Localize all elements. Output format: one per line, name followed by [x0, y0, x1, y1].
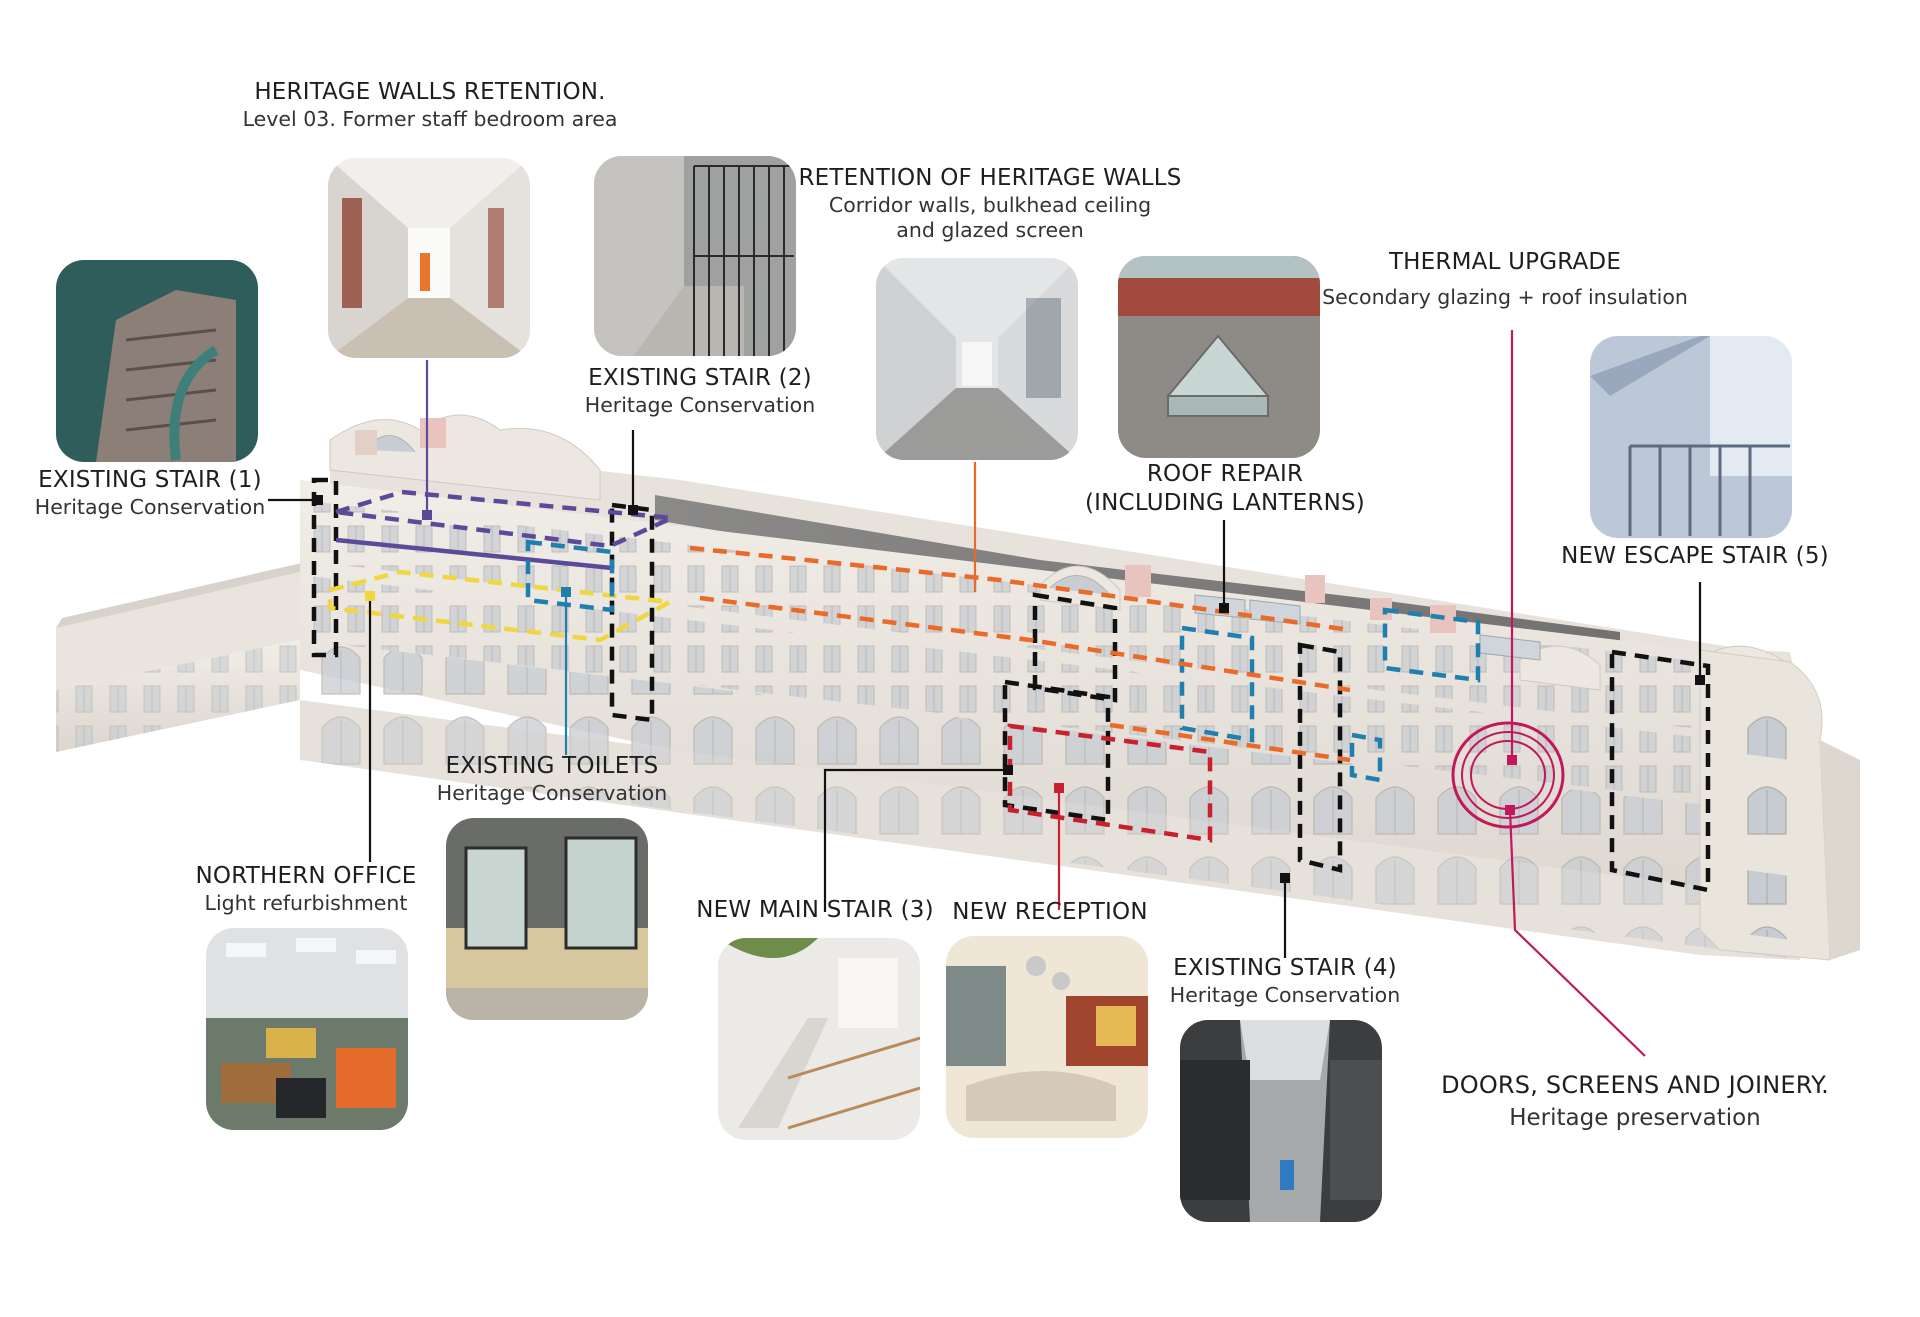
- callout-subtitle: Heritage Conservation: [584, 392, 816, 417]
- callout-line-2: (INCLUDING LANTERNS): [1085, 489, 1365, 516]
- stair-4-outline: [1297, 642, 1343, 873]
- callout-existing-stair-2: EXISTING STAIR (2) Heritage Conservation: [580, 364, 820, 418]
- left-wing: [56, 562, 306, 752]
- callout-subtitle: Light refurbishment: [204, 890, 408, 915]
- photo-northern-office: [206, 928, 408, 1130]
- callout-title: EXISTING STAIR (1): [38, 467, 262, 493]
- callout-subtitle: Secondary glazing + roof insulation: [1322, 284, 1688, 309]
- callout-subtitle: Heritage preservation: [1509, 1105, 1761, 1131]
- callout-retention-heritage-walls: RETENTION OF HERITAGE WALLS Corridor wal…: [780, 164, 1200, 244]
- callout-title: HERITAGE WALLS RETENTION.: [254, 79, 606, 105]
- callout-title: EXISTING STAIR (2): [588, 365, 812, 391]
- callout-title: RETENTION OF HERITAGE WALLS: [798, 165, 1182, 191]
- callout-subtitle: Heritage Conservation: [1169, 982, 1401, 1007]
- callout-title: EXISTING STAIR (4): [1173, 955, 1397, 981]
- corridor-walls-low: [1109, 722, 1351, 763]
- callout-doors-screens-joinery: DOORS, SCREENS AND JOINERY. Heritage pre…: [1410, 1070, 1860, 1133]
- callout-title: DOORS, SCREENS AND JOINERY.: [1441, 1071, 1829, 1099]
- photo-heritage-walls: [328, 158, 530, 358]
- toilets-outline: [525, 539, 615, 613]
- toilets-2-outline: [1179, 625, 1255, 743]
- callout-new-main-stair: NEW MAIN STAIR (3): [690, 896, 940, 925]
- photo-new-escape-stair: [1590, 336, 1792, 538]
- callout-title: NEW RECEPTION: [952, 899, 1148, 925]
- roof-lanterns: [1194, 594, 1541, 661]
- callout-title: THERMAL UPGRADE: [1388, 249, 1622, 275]
- callout-subtitle: Level 03. Former staff bedroom area: [242, 106, 618, 131]
- northern-office-outline: [327, 569, 678, 643]
- callout-subtitle: Heritage Conservation: [436, 780, 668, 805]
- callout-existing-toilets: EXISTING TOILETS Heritage Conservation: [432, 752, 672, 806]
- photo-existing-stair-2: [594, 156, 796, 356]
- callout-line-1: ROOF REPAIR: [1146, 461, 1304, 487]
- photo-existing-stair-4: [1180, 1020, 1382, 1222]
- callout-title: NEW ESCAPE STAIR (5): [1561, 543, 1829, 569]
- callout-thermal-upgrade: THERMAL UPGRADE Secondary glazing + roof…: [1305, 248, 1705, 310]
- stair-2-outline: [609, 502, 655, 723]
- corridor-walls-upper: [689, 545, 1351, 633]
- leader-main-stair: [823, 768, 1008, 912]
- callout-line-1: Corridor walls, bulkhead ceiling: [828, 192, 1152, 217]
- stair-5-outline: [1609, 649, 1711, 893]
- callout-heritage-walls-retention: HERITAGE WALLS RETENTION. Level 03. Form…: [220, 78, 640, 132]
- photo-existing-stair-1: [56, 260, 258, 462]
- reception-outline: [1007, 723, 1213, 843]
- photo-new-main-stair: [718, 938, 920, 1140]
- callout-northern-office: NORTHERN OFFICE Light refurbishment: [186, 862, 426, 916]
- leader-doors: [1508, 809, 1646, 1057]
- callout-title: EXISTING TOILETS: [445, 753, 659, 779]
- callout-existing-stair-4: EXISTING STAIR (4) Heritage Conservation: [1165, 954, 1405, 1008]
- corner-tower: [1699, 649, 1860, 961]
- stair-1-outline: [311, 477, 339, 658]
- photo-new-reception: [946, 936, 1148, 1138]
- photo-retention-corridor: [876, 258, 1078, 460]
- callout-title: NEW MAIN STAIR (3): [696, 897, 934, 923]
- callout-title: NORTHERN OFFICE: [195, 863, 417, 889]
- callout-new-escape-stair: NEW ESCAPE STAIR (5): [1560, 542, 1830, 571]
- callout-line-2: and glazed screen: [896, 218, 1084, 243]
- photo-roof-repair: [1118, 256, 1320, 458]
- photo-existing-toilets: [446, 818, 648, 1020]
- callout-subtitle: Heritage Conservation: [34, 494, 266, 519]
- stair-3-upper-outline: [1032, 592, 1118, 703]
- toilets-3-outline: [1382, 607, 1481, 683]
- callout-existing-stair-1: EXISTING STAIR (1) Heritage Conservation: [30, 466, 270, 520]
- corridor-walls-mid: [699, 595, 1351, 693]
- callout-new-reception: NEW RECEPTION: [930, 898, 1170, 927]
- callout-roof-repair: ROOF REPAIR (INCLUDING LANTERNS): [1080, 460, 1370, 518]
- main-facade: [300, 480, 1800, 960]
